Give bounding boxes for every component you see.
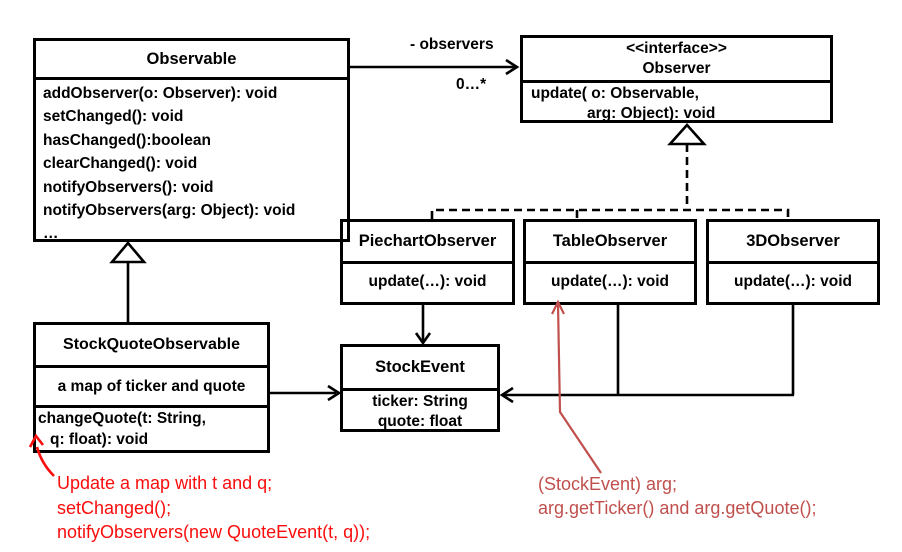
attr-quote: quote: float — [377, 412, 463, 430]
class-title-3d-observer: 3DObserver — [746, 232, 840, 250]
class-title-table-observer: TableObserver — [552, 232, 668, 250]
class-box-piechart-observer: PiechartObserver update(…): void — [340, 219, 515, 305]
class-title-stockevent: StockEvent — [375, 358, 465, 376]
generalization-stockquote-observable — [109, 240, 147, 322]
class-box-stockquote-observable: StockQuoteObservable a map of ticker and… — [33, 322, 270, 453]
class-box-observable: Observable addObserver(o: Observer): voi… — [33, 38, 350, 242]
update-arg-annotation-line2: arg.getTicker() and arg.getQuote(); — [538, 498, 817, 518]
class-box-stockevent: StockEvent ticker: String quote: float — [340, 344, 500, 432]
attr-map-ticker-quote: a map of ticker and quote — [36, 365, 267, 405]
dependency-piechart-stockevent — [414, 305, 432, 346]
class-box-3d-observer: 3DObserver update(…): void — [706, 219, 880, 305]
changequote-annotation: Update a map with t and q; setChanged();… — [57, 471, 370, 545]
method-changequote-line2: q: float): void — [50, 430, 149, 448]
method-addobserver: addObserver(o: Observer): void — [43, 85, 278, 102]
method-clearchanged: clearChanged(): void — [43, 155, 198, 173]
class-title-observable: Observable — [146, 49, 237, 68]
class-box-observer-interface: <<interface>> Observer update( o: Observ… — [520, 35, 833, 123]
changequote-annotation-line2: setChanged(); — [57, 497, 172, 518]
method-ellipsis: … — [43, 225, 59, 243]
class-methods-observable: addObserver(o: Observer): void setChange… — [36, 77, 347, 246]
method-3d-update: update(…): void — [709, 261, 877, 299]
attr-ticker: ticker: String — [372, 393, 468, 410]
association-multiplicity-label: 0…* — [456, 76, 487, 93]
realization-dashed-lines — [430, 144, 790, 219]
method-update-line2: arg: Object): void — [587, 104, 716, 122]
method-notifyobservers-arg: notifyObservers(arg: Object): void — [43, 202, 296, 220]
method-update-line1: update( o: Observable, — [531, 85, 699, 102]
red-arrow-table-update — [551, 299, 602, 474]
class-attrs-stockevent: ticker: String quote: float — [343, 388, 497, 431]
dependency-stockquote-stockevent — [270, 384, 342, 402]
realization-triangle — [667, 123, 707, 146]
changequote-annotation-line3: notifyObservers(new QuoteEvent(t, q)); — [57, 522, 371, 542]
method-haschanged: hasChanged():boolean — [43, 131, 211, 149]
class-box-table-observer: TableObserver update(…): void — [523, 219, 697, 305]
method-table-update: update(…): void — [526, 261, 694, 299]
association-observers-arrow — [350, 58, 520, 76]
class-title-piechart-observer: PiechartObserver — [358, 232, 497, 250]
update-arg-annotation: (StockEvent) arg; arg.getTicker() and ar… — [538, 472, 816, 520]
method-changequote-line1: changeQuote(t: String, — [38, 410, 206, 427]
dependency-table-3d-stockevent — [499, 305, 795, 404]
method-setchanged: setChanged(): void — [43, 108, 184, 126]
class-methods-observer: update( o: Observable, arg: Object): voi… — [523, 80, 830, 123]
stereotype-interface: <<interface>> — [626, 40, 727, 57]
update-arg-annotation-line1: (StockEvent) arg; — [538, 474, 678, 494]
method-notifyobservers: notifyObservers(): void — [43, 178, 214, 196]
class-title-observer: Observer — [642, 60, 711, 77]
class-methods-stockquote: changeQuote(t: String, q: float): void — [36, 405, 267, 450]
class-title-stockquote-observable: StockQuoteObservable — [63, 336, 240, 353]
changequote-annotation-line1: Update a map with t and q; — [57, 473, 273, 493]
association-role-label: - observers — [410, 36, 494, 53]
method-piechart-update: update(…): void — [343, 261, 512, 299]
